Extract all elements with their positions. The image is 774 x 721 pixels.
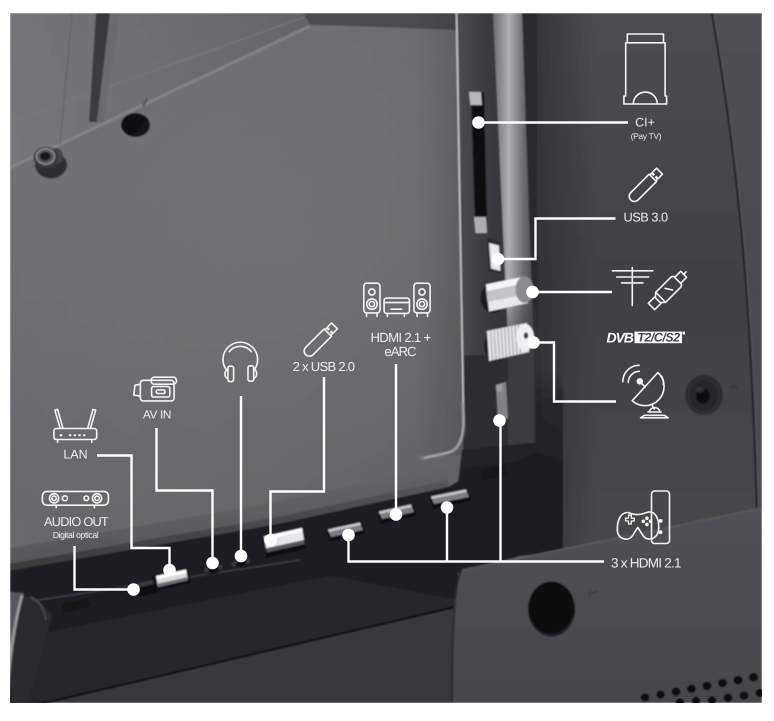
- svg-text:2 x USB 2.0: 2 x USB 2.0: [293, 359, 355, 374]
- svg-text:3 x HDMI 2.1: 3 x HDMI 2.1: [611, 555, 681, 570]
- svg-text:T2/C/S2: T2/C/S2: [637, 331, 680, 345]
- svg-text:HDMI 2.1 +: HDMI 2.1 +: [370, 330, 431, 345]
- svg-text:DVB: DVB: [607, 330, 634, 346]
- svg-text:Digital optical: Digital optical: [53, 530, 99, 540]
- svg-text:CI+: CI+: [635, 116, 655, 130]
- svg-text:eARC: eARC: [384, 344, 417, 359]
- svg-text:AUDIO OUT: AUDIO OUT: [44, 514, 109, 529]
- svg-text:(Pay TV): (Pay TV): [631, 132, 662, 141]
- svg-text:USB 3.0: USB 3.0: [624, 209, 669, 224]
- svg-text:LAN: LAN: [63, 448, 87, 462]
- svg-text:AV IN: AV IN: [143, 407, 171, 421]
